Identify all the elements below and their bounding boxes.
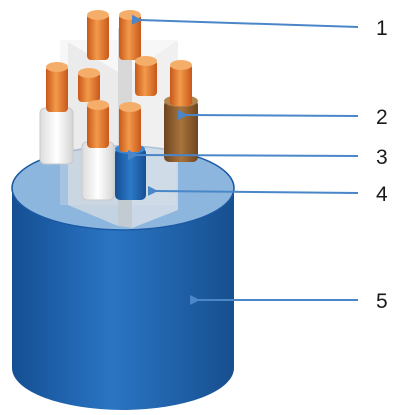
arrow-3 [127,149,359,160]
leader-arrows [127,14,359,305]
arrow-2 [177,109,359,120]
arrow-4 [147,185,359,196]
conductor-mid-right [135,56,157,96]
conductor-blue [115,102,146,200]
conductor-white-front [81,100,115,201]
arrow-1 [131,14,359,28]
conductor-mid-center [78,68,100,102]
label-2: 2 [376,106,388,129]
label-4: 4 [376,183,388,206]
conductor-white-left [39,62,74,165]
label-1: 1 [376,17,388,40]
conductor-back-left [87,10,109,60]
label-3: 3 [376,146,388,169]
label-5: 5 [376,290,388,313]
conductor-back-right [119,10,141,60]
